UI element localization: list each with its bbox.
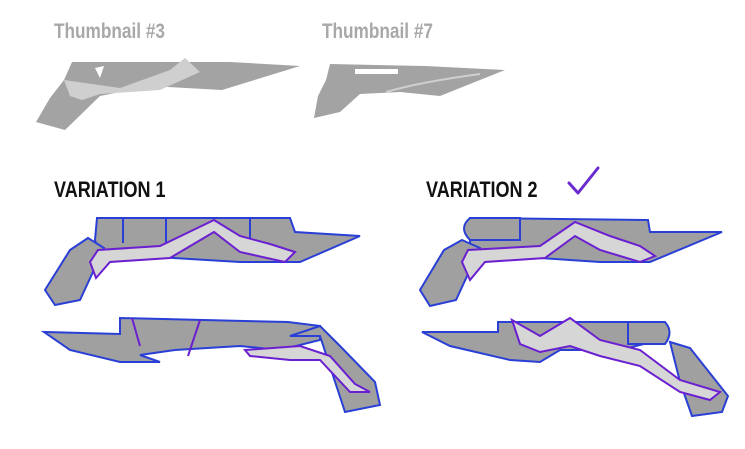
checkmark-icon: [567, 166, 600, 195]
variation-2-gun-bottom: [421, 316, 730, 418]
thumbnail-3-gun: [36, 58, 300, 130]
variation-1-gun-bottom: [40, 316, 382, 414]
thumbnail-3-label: Thumbnail #3: [54, 20, 165, 43]
variation-1-label: VARIATION 1: [54, 177, 166, 202]
variation-2-label: VARIATION 2: [426, 177, 538, 202]
thumbnail-7-gun: [314, 64, 505, 118]
thumbnail-7-label: Thumbnail #7: [322, 20, 433, 43]
variation-2-gun-top: [418, 216, 723, 308]
variation-1-gun-top: [43, 217, 361, 307]
